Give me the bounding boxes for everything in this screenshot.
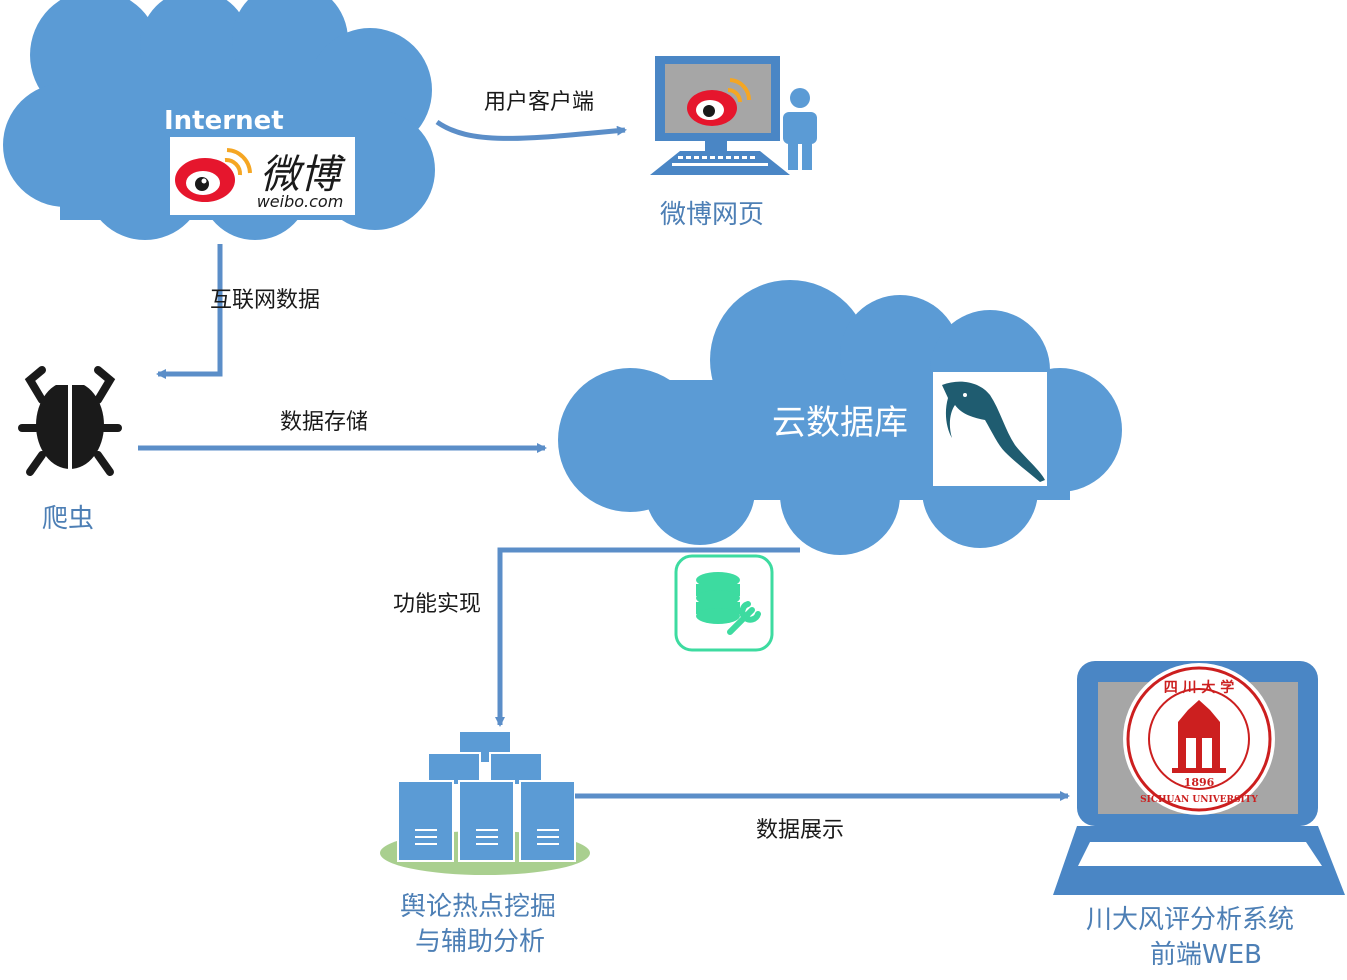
edge-label-client: 用户客户端 [484,90,595,115]
seal-top-text: 四 川 大 学 [1164,679,1235,696]
node-label-web: 微博网页 [660,200,765,230]
seal-year: 1896 [1184,776,1215,789]
node-label-analysis-line2: 与辅助分析 [415,927,546,957]
edge-label-storage: 数据存储 [280,410,369,435]
database-tool-icon [674,554,774,652]
user-icon [783,88,817,170]
arrow-to-crawler [156,244,223,379]
node-label-frontend-line2: 前端WEB [1150,940,1262,970]
internet-title: Internet [164,106,284,136]
node-label-frontend-line1: 川大风评分析系统 [1086,905,1295,935]
arrow-to-analysis [495,547,800,727]
weibo-logo-text: 微博 [260,152,346,198]
edge-label-function: 功能实现 [393,592,482,617]
arrow-to-client [435,119,627,141]
node-label-crawler: 爬虫 [42,504,95,534]
sichuan-university-seal [1123,663,1275,815]
weibo-logo-domain: weibo.com [257,192,344,211]
node-label-analysis-line1: 舆论热点挖掘 [400,892,557,922]
edge-label-internet-data: 互联网数据 [210,288,321,313]
mysql-dolphin-logo [933,372,1047,486]
seal-bottom-text: SICHUAN UNIVERSITY [1140,795,1258,805]
edge-label-display: 数据展示 [756,818,845,843]
server-cluster-icon [380,730,590,875]
weibo-logo [170,137,355,215]
node-label-cloud-db: 云数据库 [772,403,908,443]
desktop-monitor-icon [650,56,790,175]
bug-icon [18,366,122,476]
